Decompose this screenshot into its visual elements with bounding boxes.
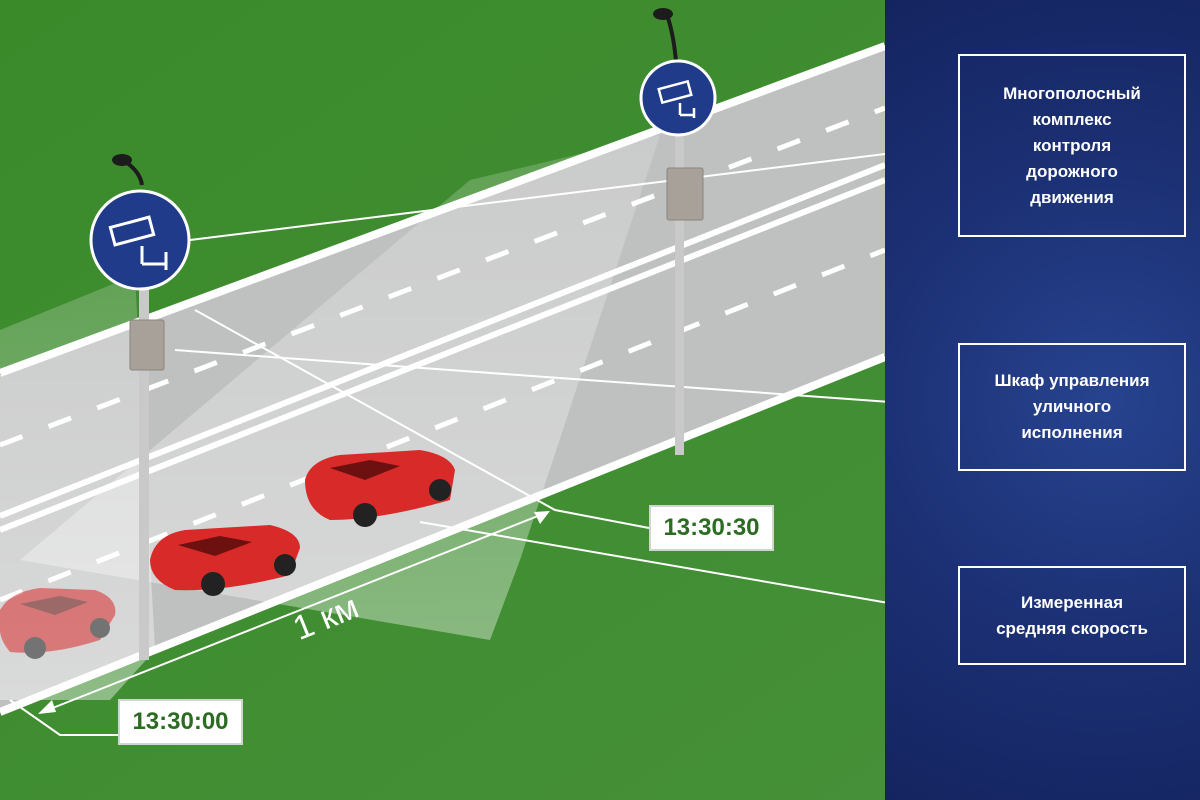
camera-pole-far <box>639 8 717 455</box>
label-traffic-control-complex: Многополосный комплекс контроля дорожног… <box>958 54 1186 237</box>
label-average-speed: Измеренная средняя скорость <box>958 566 1186 665</box>
camera-sign-icon <box>657 79 696 118</box>
car-3 <box>0 588 116 659</box>
camera-sign-icon <box>108 215 168 270</box>
distance-arrow <box>39 511 549 714</box>
callout-line-speed <box>419 521 959 616</box>
distance-arrow-head-end <box>534 511 550 524</box>
car-2 <box>150 525 300 596</box>
info-panel <box>885 0 1200 800</box>
callout-line-end <box>194 309 650 529</box>
camera-pole-near <box>89 154 191 660</box>
distance-arrow-head-start <box>38 700 56 714</box>
callout-line-complex <box>189 144 959 241</box>
car-1 <box>305 450 455 527</box>
callout-line-start <box>9 699 118 736</box>
timestamp-end: 13:30:30 <box>649 505 774 551</box>
callout-line-cabinet <box>174 349 959 408</box>
camera-beam-2 <box>20 135 660 640</box>
label-control-cabinet: Шкаф управления уличного исполнения <box>958 343 1186 471</box>
timestamp-start: 13:30:00 <box>118 699 243 745</box>
